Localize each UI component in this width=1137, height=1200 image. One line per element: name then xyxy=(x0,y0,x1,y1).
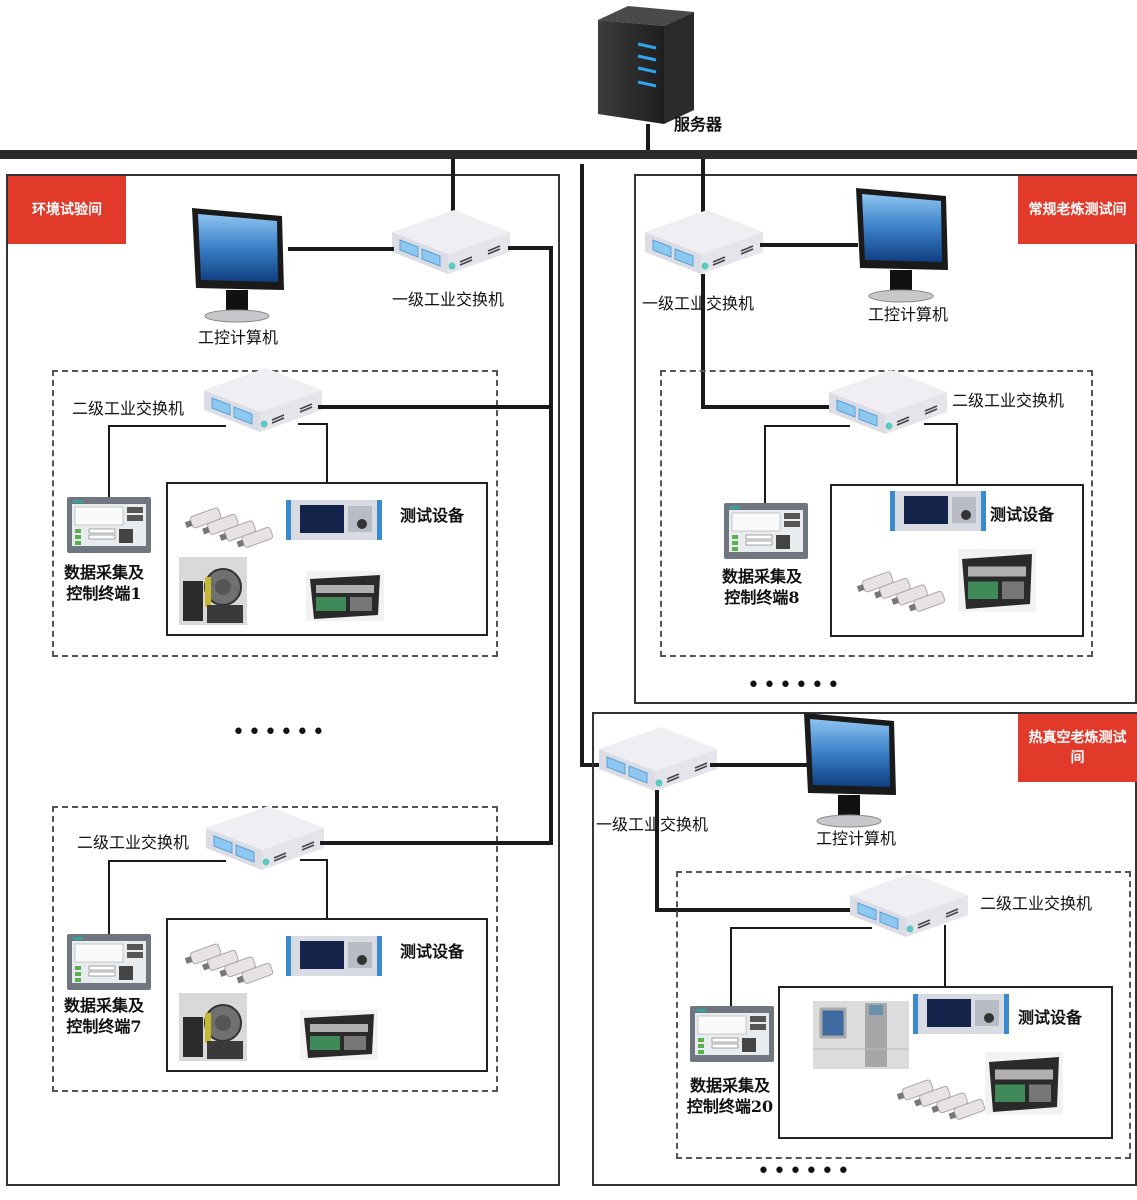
sensor-probes-icon xyxy=(895,1064,986,1138)
server-tower-icon xyxy=(598,6,694,124)
vacuum-chamber-icon xyxy=(178,992,248,1062)
trunk-vertical xyxy=(549,246,553,844)
server-uplink xyxy=(646,124,650,152)
ellipsis: •••••• xyxy=(232,720,328,745)
primary-switch-icon[interactable] xyxy=(598,726,718,792)
industrial-pc-label: 工控计算机 xyxy=(868,305,949,324)
equipment-link xyxy=(944,925,946,987)
terminal-link xyxy=(108,425,226,427)
trunk-vertical xyxy=(655,790,659,912)
data-terminal-label: 数据采集及控制终端20 xyxy=(675,1075,785,1117)
climate-chamber-icon xyxy=(811,999,911,1071)
terminal-label-line2: 控制终端20 xyxy=(686,1097,774,1116)
control-rack-icon xyxy=(985,1052,1063,1115)
data-terminal-icon[interactable] xyxy=(723,502,809,560)
signal-analyzer-icon xyxy=(890,491,986,531)
industrial-pc-monitor-icon[interactable] xyxy=(191,207,292,324)
secondary-switch-label: 二级工业交换机 xyxy=(72,399,185,418)
equipment-link xyxy=(924,423,958,425)
group-uplink xyxy=(320,841,553,845)
test-equipment-label: 测试设备 xyxy=(400,942,465,961)
control-rack-icon xyxy=(306,571,384,621)
network-backbone xyxy=(0,150,1137,159)
terminal-link xyxy=(108,860,226,862)
trunk-link xyxy=(508,246,552,250)
industrial-pc-label: 工控计算机 xyxy=(198,328,279,347)
secondary-switch-label: 二级工业交换机 xyxy=(77,833,190,852)
secondary-switch-label: 二级工业交换机 xyxy=(952,391,1065,410)
terminal-link xyxy=(764,425,766,503)
test-equipment-label: 测试设备 xyxy=(990,505,1055,524)
data-terminal-label: 数据采集及控制终端1 xyxy=(49,562,159,604)
switch-group xyxy=(52,370,498,657)
data-terminal-icon[interactable] xyxy=(66,933,152,991)
room-regular-burn-in xyxy=(634,174,1137,704)
server-label: 服务器 xyxy=(674,115,723,134)
data-terminal-label: 数据采集及控制终端7 xyxy=(49,995,159,1037)
pc-link xyxy=(760,243,858,247)
sensor-probes-icon xyxy=(855,556,946,630)
terminal-label-line1: 数据采集及 xyxy=(689,1076,770,1095)
room-thermal-vacuum-burn-in xyxy=(592,712,1137,1186)
primary-switch-icon[interactable] xyxy=(391,209,511,275)
secondary-switch-label: 二级工业交换机 xyxy=(980,894,1093,913)
terminal-link xyxy=(730,927,872,929)
trunk-vertical xyxy=(701,274,705,408)
terminal-link xyxy=(764,425,850,427)
data-terminal-icon[interactable] xyxy=(689,1005,775,1063)
terminal-label-line1: 数据采集及 xyxy=(63,563,144,582)
switch-group xyxy=(660,370,1093,657)
pc-link xyxy=(710,763,808,767)
terminal-label-line2: 控制终端8 xyxy=(724,588,800,607)
primary-switch-label: 一级工业交换机 xyxy=(642,294,755,313)
uplink-line xyxy=(451,159,455,219)
industrial-pc-monitor-icon[interactable] xyxy=(803,712,904,829)
primary-switch-label: 一级工业交换机 xyxy=(392,290,505,309)
data-terminal-icon[interactable] xyxy=(66,496,152,554)
sensor-probes-icon xyxy=(183,492,274,566)
data-terminal-label: 数据采集及控制终端8 xyxy=(707,566,817,608)
room-tag: 常规老炼测试间 xyxy=(1018,176,1137,244)
ellipsis: •••••• xyxy=(747,673,843,698)
vacuum-chamber-icon xyxy=(178,556,248,626)
backbone-drop-line xyxy=(580,164,584,766)
terminal-label-line1: 数据采集及 xyxy=(63,996,144,1015)
ellipsis: •••••• xyxy=(757,1159,853,1184)
industrial-pc-label: 工控计算机 xyxy=(816,829,897,848)
equipment-link xyxy=(956,423,958,485)
terminal-link xyxy=(108,425,110,497)
room-tag: 环境试验间 xyxy=(8,176,126,244)
signal-analyzer-icon xyxy=(286,500,382,540)
uplink-line xyxy=(701,159,705,219)
signal-analyzer-icon xyxy=(913,994,1009,1034)
terminal-link xyxy=(108,860,110,934)
switch-group xyxy=(52,806,498,1092)
equipment-link xyxy=(300,859,328,861)
terminal-link xyxy=(730,927,732,1007)
pc-link xyxy=(288,247,394,251)
room-tag: 热真空老炼测试间 xyxy=(1018,714,1137,782)
primary-switch-label: 一级工业交换机 xyxy=(596,815,709,834)
test-equipment-label: 测试设备 xyxy=(1018,1008,1083,1027)
group-uplink xyxy=(318,405,552,409)
control-rack-icon xyxy=(300,1010,378,1060)
control-rack-icon xyxy=(958,549,1036,612)
test-equipment-label: 测试设备 xyxy=(400,506,465,525)
industrial-pc-monitor-icon[interactable] xyxy=(855,187,956,304)
room-environment-test xyxy=(6,174,560,1186)
switch-group xyxy=(676,871,1131,1159)
equipment-link xyxy=(326,859,328,919)
trunk-link xyxy=(655,908,851,912)
equipment-link xyxy=(298,423,328,425)
trunk-link xyxy=(701,405,831,409)
sensor-probes-icon xyxy=(183,928,274,1002)
equipment-link xyxy=(326,423,328,483)
terminal-label-line2: 控制终端7 xyxy=(66,1017,142,1036)
signal-analyzer-icon xyxy=(286,936,382,976)
terminal-label-line1: 数据采集及 xyxy=(721,567,802,586)
terminal-label-line2: 控制终端1 xyxy=(66,584,142,603)
primary-switch-icon[interactable] xyxy=(644,209,764,275)
